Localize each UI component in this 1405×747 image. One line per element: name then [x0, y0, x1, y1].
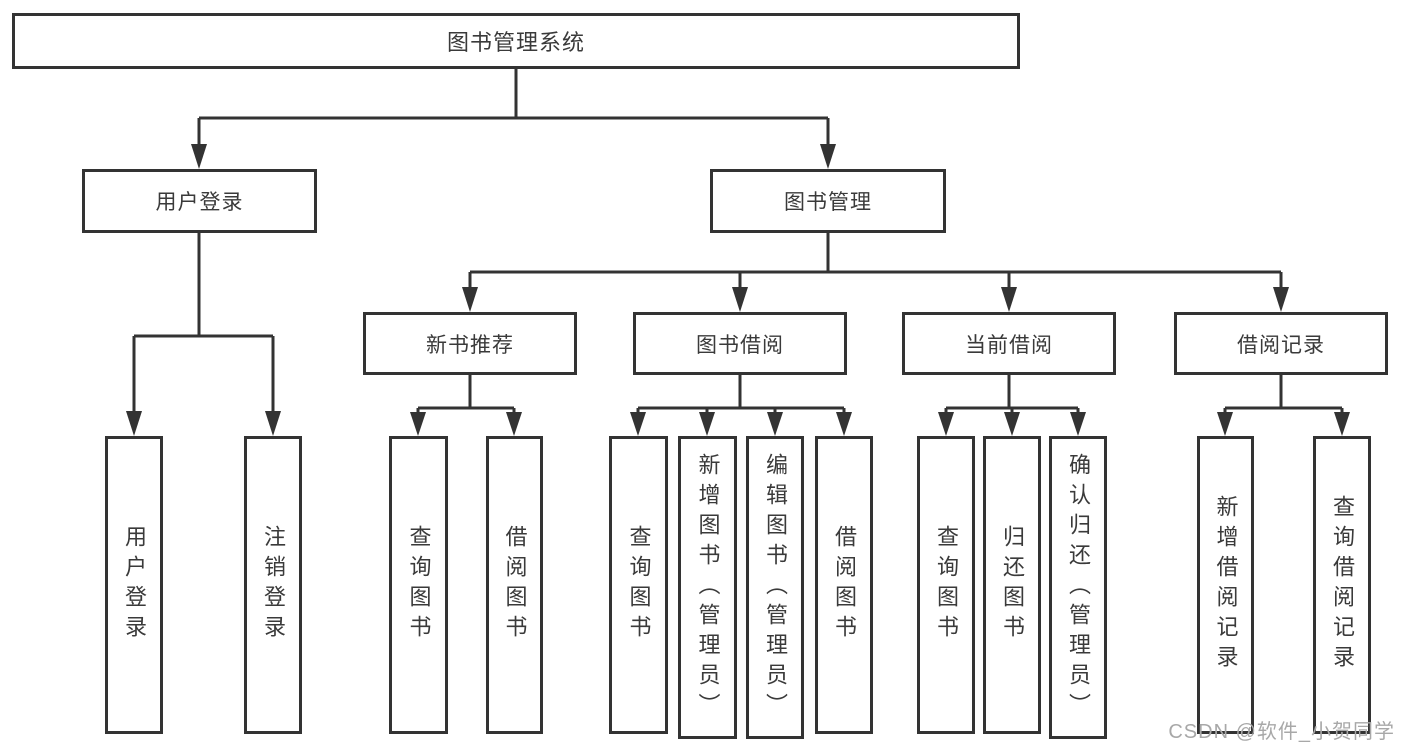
leaf-current-query-books: 查询图书: [917, 436, 975, 734]
leaf-rec-borrow-books: 借阅图书: [486, 436, 543, 734]
connector-new-book-rec-children: [416, 375, 516, 414]
leaf-rec-borrow-books-label: 借阅图书: [502, 525, 528, 645]
leaf-borrow-add-books-label: 新增图书（管理员）: [695, 452, 721, 723]
leaf-records-add: 新增借阅记录: [1197, 436, 1254, 734]
connector-current-borrow-children: [944, 375, 1080, 414]
arrowhead-borrow-borrow: [836, 412, 852, 436]
leaf-logout: 注销登录: [244, 436, 302, 734]
node-new-book-rec-label: 新书推荐: [426, 333, 514, 357]
leaf-current-confirm-return-label: 确认归还（管理员）: [1066, 452, 1091, 723]
arrowhead-book-borrow: [732, 287, 748, 312]
arrowhead-borrow-edit: [767, 412, 783, 436]
leaf-borrow-edit-books-label: 编辑图书（管理员）: [763, 452, 788, 723]
arrowhead-borrow-add: [699, 412, 715, 436]
node-book-mgmt-label: 图书管理: [784, 191, 872, 214]
connector-book-mgmt-children: [468, 232, 1283, 289]
arrowhead-rec-query: [410, 412, 426, 436]
arrowhead-borrow-query: [630, 412, 646, 436]
node-borrow-records-label: 借阅记录: [1237, 333, 1325, 357]
arrowhead-user-login: [191, 144, 207, 169]
node-current-borrow-label: 当前借阅: [965, 333, 1053, 357]
node-book-borrow: 图书借阅: [633, 312, 847, 375]
leaf-borrow-borrow-books: 借阅图书: [815, 436, 873, 734]
connector-book-borrow-children: [636, 375, 846, 414]
arrowhead-current-confirm: [1070, 412, 1086, 436]
node-borrow-records: 借阅记录: [1174, 312, 1388, 375]
leaf-current-query-books-label: 查询图书: [934, 525, 959, 645]
leaf-borrow-query-books: 查询图书: [609, 436, 668, 734]
arrowhead-leaf-login: [126, 411, 142, 436]
arrowhead-current-borrow: [1001, 287, 1017, 312]
leaf-borrow-edit-books: 编辑图书（管理员）: [746, 436, 804, 739]
arrowhead-records-query: [1334, 412, 1350, 436]
node-book-mgmt: 图书管理: [710, 169, 946, 233]
node-user-login-label: 用户登录: [155, 191, 244, 214]
leaf-rec-query-books-label: 查询图书: [406, 525, 432, 645]
arrowhead-records-add: [1217, 412, 1233, 436]
node-new-book-rec: 新书推荐: [363, 312, 577, 375]
csdn-watermark: CSDN @软件_小贺同学: [1168, 721, 1395, 743]
arrowhead-current-query: [938, 412, 954, 436]
node-root: 图书管理系统: [12, 13, 1020, 69]
leaf-current-confirm-return: 确认归还（管理员）: [1049, 436, 1107, 739]
node-book-borrow-label: 图书借阅: [696, 333, 784, 357]
node-user-login: 用户登录: [82, 169, 317, 233]
connector-user-login-children: [132, 232, 275, 413]
arrowhead-book-mgmt: [820, 144, 836, 169]
leaf-borrow-borrow-books-label: 借阅图书: [832, 525, 857, 645]
leaf-user-login-label: 用户登录: [122, 525, 147, 645]
arrowhead-current-return: [1004, 412, 1020, 436]
leaf-current-return-books-label: 归还图书: [1000, 525, 1025, 645]
arrowhead-new-book-rec: [462, 287, 478, 312]
leaf-current-return-books: 归还图书: [983, 436, 1041, 734]
leaf-records-add-label: 新增借阅记录: [1213, 495, 1239, 675]
leaf-rec-query-books: 查询图书: [389, 436, 448, 734]
arrowhead-leaf-logout: [265, 411, 281, 436]
node-root-label: 图书管理系统: [446, 30, 585, 55]
node-current-borrow: 当前借阅: [902, 312, 1116, 375]
leaf-user-login: 用户登录: [105, 436, 163, 734]
connector-borrow-records-children: [1223, 375, 1344, 414]
leaf-borrow-query-books-label: 查询图书: [626, 525, 652, 645]
leaf-logout-label: 注销登录: [261, 525, 286, 645]
arrowhead-borrow-records: [1273, 287, 1289, 312]
leaf-records-query-label: 查询借阅记录: [1330, 495, 1355, 675]
leaf-records-query: 查询借阅记录: [1313, 436, 1371, 734]
leaf-borrow-add-books: 新增图书（管理员）: [678, 436, 737, 739]
arrowhead-rec-borrow: [506, 412, 522, 436]
connector-root-to-level2: [197, 69, 830, 146]
